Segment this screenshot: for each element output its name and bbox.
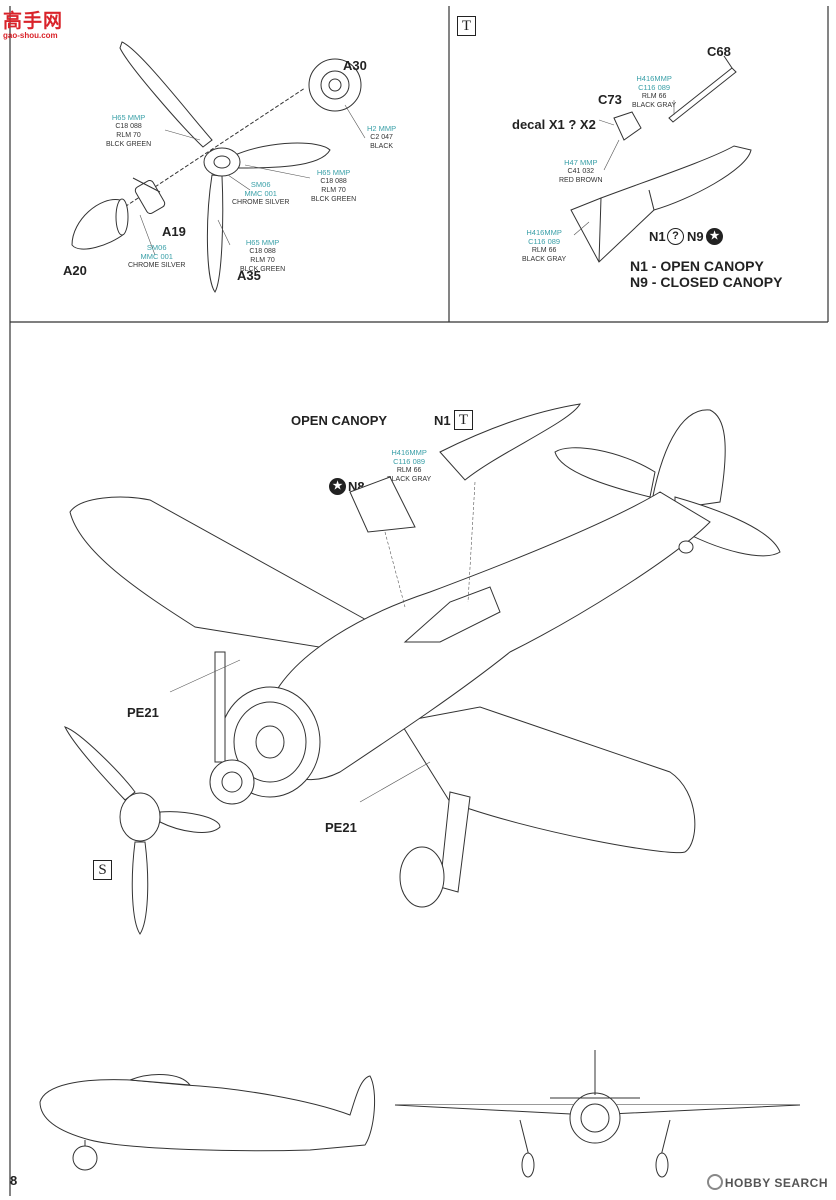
star-icon: ★ xyxy=(706,228,723,245)
main-paint-callout: H416MMP C116 089 RLM 66 BLACK GRAY xyxy=(387,448,432,483)
option-box-t: T xyxy=(457,16,476,36)
paint-callout-fan: H2 MMP C2 047 BLACK xyxy=(367,124,397,150)
part-label-pe21-lower: PE21 xyxy=(325,820,357,835)
page-number: 8 xyxy=(10,1173,18,1188)
question-icon: ? xyxy=(667,228,684,245)
main-star-icon: ★ xyxy=(329,478,346,495)
part-label-pe21-upper: PE21 xyxy=(127,705,159,720)
paint-callout-blade: H65 MMP C18 088 RLM 70 BLCK GREEN xyxy=(311,168,357,203)
part-label-c73: C73 xyxy=(598,92,622,107)
part-label-c68: C68 xyxy=(707,44,731,59)
part-label-a35: A35 xyxy=(237,268,261,283)
option-label-n1: N1 xyxy=(649,229,666,244)
paint-callout-armor: H47 MMP C41 032 RED BROWN xyxy=(559,158,603,184)
watermark-text: HOBBY SEARCH xyxy=(724,1176,828,1190)
part-label-a20: A20 xyxy=(63,263,87,278)
paint-callout-rail: H416MMP C116 089 RLM 66 BLACK GRAY xyxy=(632,74,677,109)
option-label-n9: N9 xyxy=(687,229,704,244)
propeller-exploded-drawing xyxy=(71,41,366,293)
paint-callout-chrome-shaft: SM06 MMC 001 CHROME SILVER xyxy=(232,180,290,206)
paint-callout-hub: H65 MMP C18 088 RLM 70 BLCK GREEN xyxy=(106,113,152,148)
paint-callout-lower-blade: H65 MMP C18 088 RLM 70 BLCK GREEN xyxy=(240,238,286,273)
main-option-box-t: T xyxy=(454,410,473,430)
site-logo: 高手网 gao-shou.com xyxy=(3,6,63,40)
main-heading: OPEN CANOPY xyxy=(291,413,388,428)
aircraft-side-and-front-views xyxy=(39,1050,801,1178)
canopy-exploded-drawing xyxy=(570,55,752,263)
part-label-a30: A30 xyxy=(343,58,367,73)
decal-label: decal X1 ? X2 xyxy=(512,117,596,132)
legend-closed-canopy: N9 - CLOSED CANOPY xyxy=(630,274,783,290)
aircraft-assembly-drawing xyxy=(64,403,781,935)
part-label-a19: A19 xyxy=(162,224,186,239)
legend-open-canopy: N1 - OPEN CANOPY xyxy=(630,258,764,274)
watermark-ring-icon xyxy=(706,1174,723,1190)
paint-callout-spinner: SM06 MMC 001 CHROME SILVER xyxy=(128,243,186,269)
site-url: gao-shou.com xyxy=(3,31,58,40)
site-logo-text: 高手网 xyxy=(3,11,64,32)
main-option-n1: N1 xyxy=(434,413,451,428)
option-box-s: S xyxy=(93,860,112,880)
hobby-search-watermark: HOBBY SEARCH xyxy=(706,1174,828,1190)
paint-callout-canopy: H416MMP C116 089 RLM 66 BLACK GRAY xyxy=(522,228,567,263)
